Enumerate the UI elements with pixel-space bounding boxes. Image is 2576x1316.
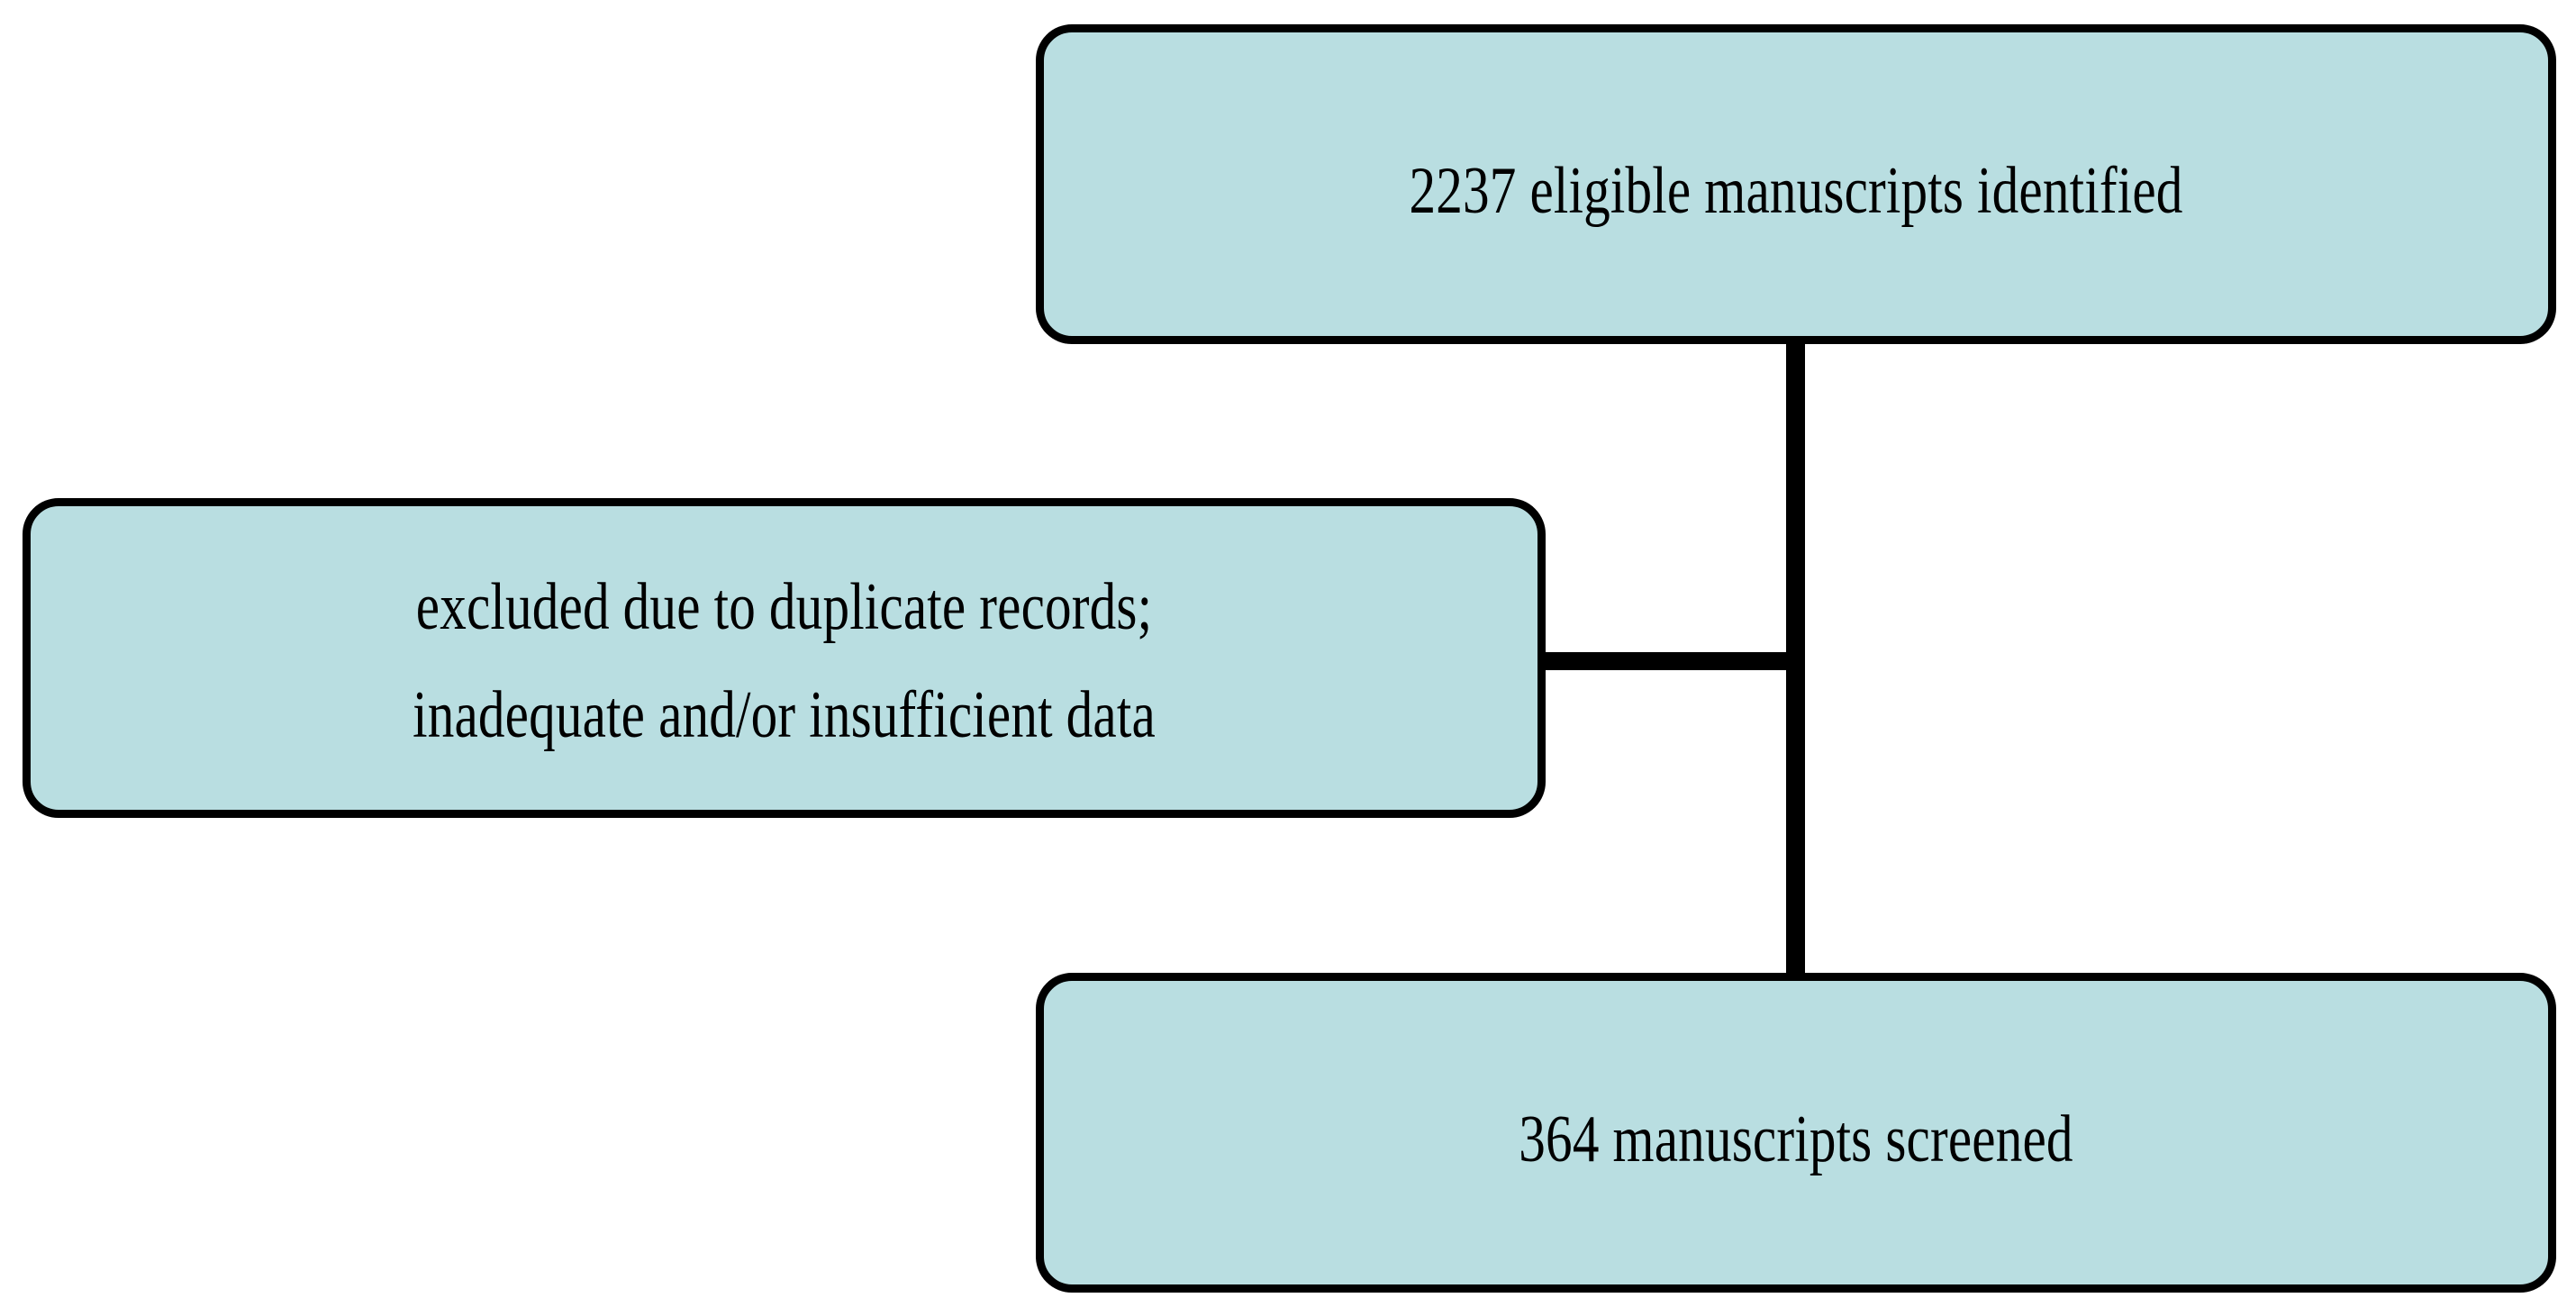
flow-node-excluded-label: excluded due to duplicate records; inade…	[413, 569, 1156, 752]
flow-node-identified[interactable]: 2237 eligible manuscripts identified	[1036, 24, 2556, 344]
flow-node-excluded[interactable]: excluded due to duplicate records; inade…	[23, 498, 1546, 818]
flow-node-screened[interactable]: 364 manuscripts screened	[1036, 973, 2556, 1293]
flow-node-screened-label: 364 manuscripts screened	[1519, 1102, 2073, 1176]
connector-trunk-to-excluded	[1531, 652, 1801, 670]
flow-node-identified-label: 2237 eligible manuscripts identified	[1409, 153, 2183, 228]
